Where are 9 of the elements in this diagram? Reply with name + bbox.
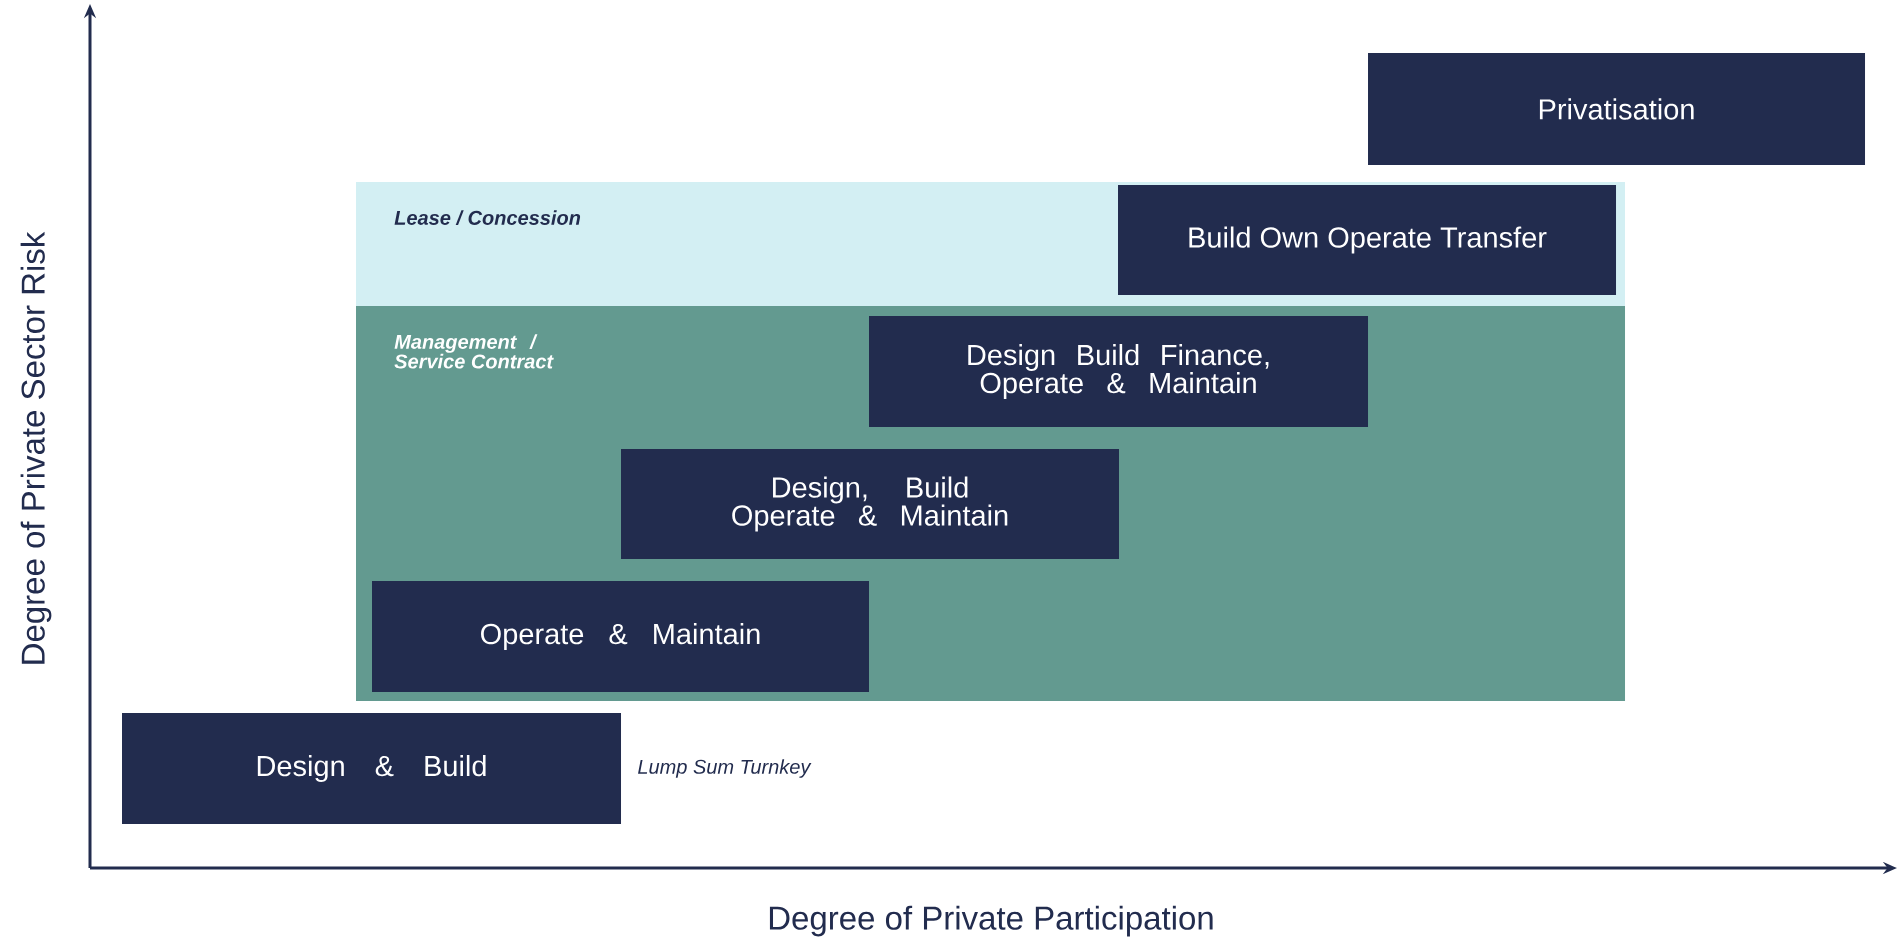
process-box: Privatisation <box>1368 53 1865 165</box>
note-text: Lump Sum Turnkey <box>638 759 812 778</box>
process-box: Design Build Finance, Operate & Maintain <box>869 316 1368 427</box>
process-box: Build Own Operate Transfer <box>1118 185 1616 295</box>
process-box: Operate & Maintain <box>372 581 869 692</box>
axis-label: Degree of Private Sector Risk <box>20 231 52 664</box>
process-box: Design, Build Operate & Maintain <box>621 449 1119 559</box>
axis-label: Degree of Private Participation <box>769 905 1213 937</box>
process-box: Design & Build <box>122 713 621 824</box>
